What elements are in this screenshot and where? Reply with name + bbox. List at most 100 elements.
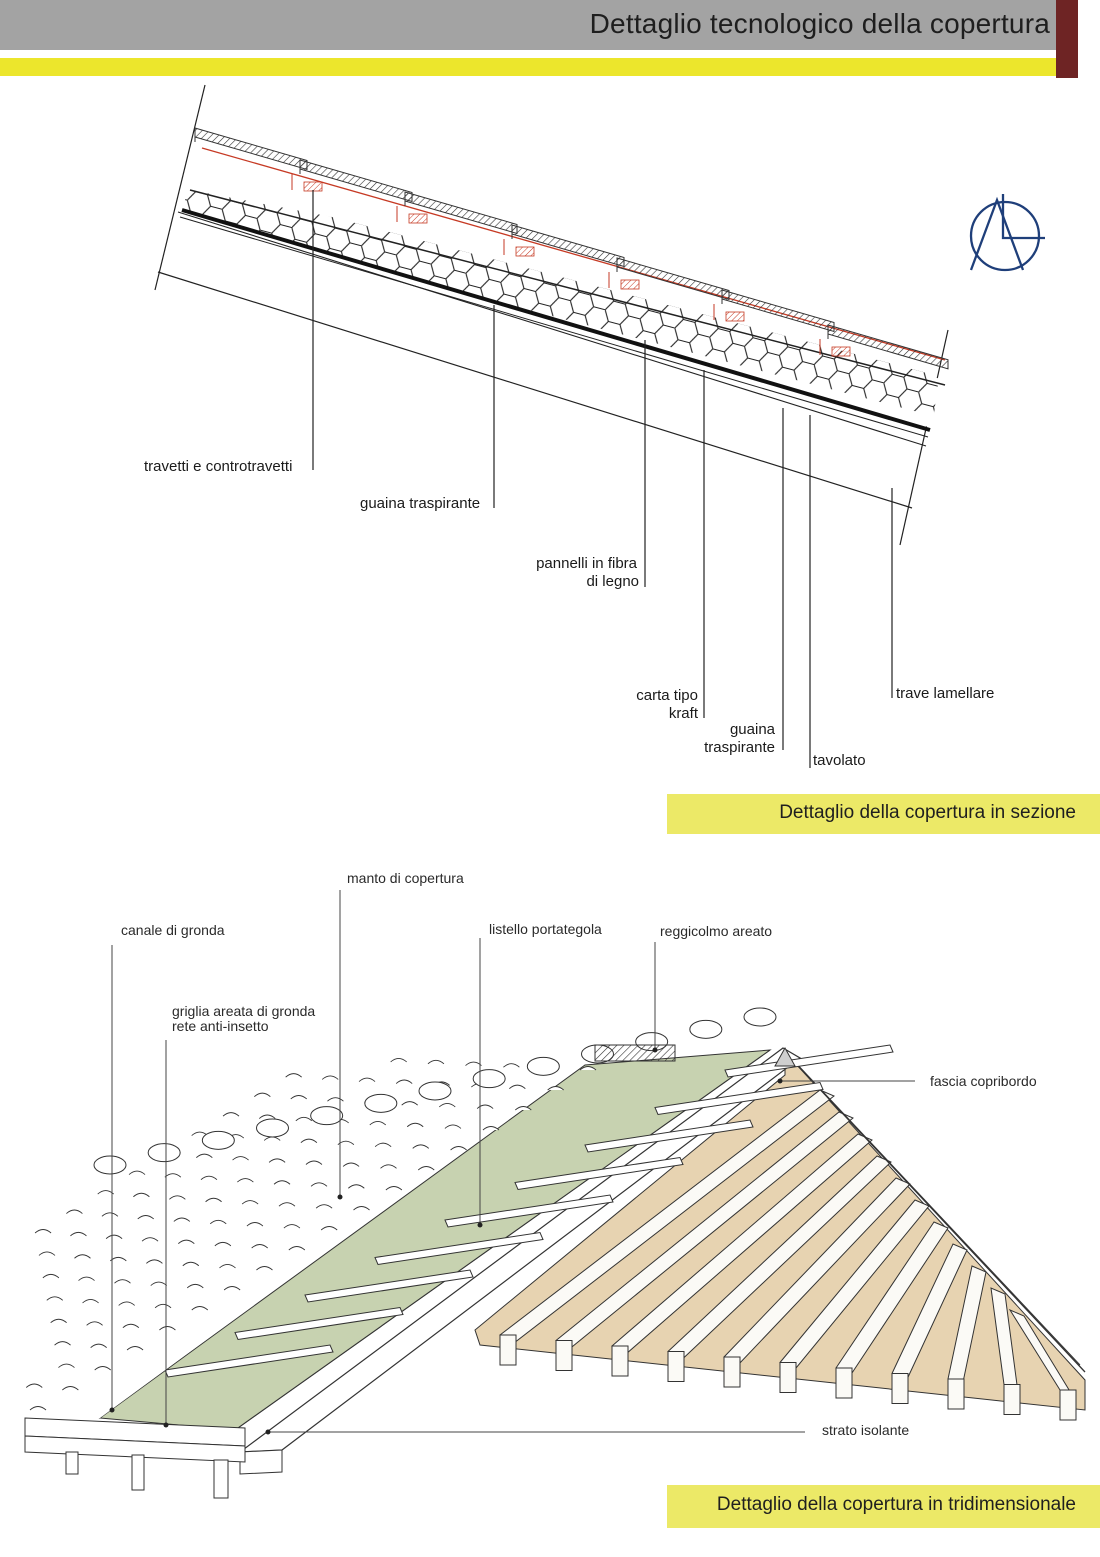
- roof-tile: [66, 1209, 83, 1214]
- roof-tile: [191, 1306, 209, 1311]
- label-strato: strato isolante: [822, 1422, 910, 1438]
- roof-tiles: [194, 127, 949, 370]
- roof-tile: [101, 1212, 119, 1217]
- label-listello: listello portategola: [489, 921, 602, 937]
- roof-tile: [406, 1122, 424, 1128]
- section-caption: Dettaglio della copertura in sezione: [667, 794, 1100, 834]
- roof-tile: [194, 127, 308, 171]
- label-guaina-traspirante-top: guaina traspirante: [360, 495, 481, 512]
- ridge-cap-icon: [774, 1046, 796, 1067]
- roof-tile: [579, 1066, 597, 1071]
- roof-tile: [97, 1190, 115, 1195]
- roof-tile: [283, 1224, 301, 1229]
- roof-tile: [105, 1234, 123, 1239]
- roof-tile: [128, 1170, 146, 1175]
- roof-tile: [471, 1083, 488, 1088]
- roof-tile: [118, 1301, 135, 1306]
- roof-tile: [342, 1162, 360, 1167]
- roof-tile: [62, 1386, 79, 1391]
- rafter-end: [779, 1362, 797, 1393]
- tile-batten: [444, 1194, 614, 1228]
- roof-tile: [146, 1259, 163, 1264]
- label-carta-2: kraft: [668, 705, 698, 722]
- ridge-tile: [93, 1155, 127, 1175]
- roof-tile: [337, 1140, 355, 1146]
- roof-tile: [141, 1237, 159, 1242]
- rafter: [835, 1221, 949, 1377]
- leader-dots: [109, 1047, 783, 1435]
- label-trave-lamellare: trave lamellare: [896, 685, 995, 702]
- roof-tile: [54, 1341, 71, 1346]
- tile-batten: [304, 1269, 474, 1303]
- roof-tile: [482, 1126, 500, 1131]
- roof-tile: [209, 1219, 227, 1225]
- rafter: [891, 1243, 968, 1383]
- monogram-logo-icon: [969, 194, 1045, 272]
- tile-batten: [374, 1231, 544, 1266]
- batten: [725, 311, 745, 322]
- roof-tile: [196, 1153, 213, 1158]
- roof-tile: [268, 1158, 286, 1163]
- roof-tile: [122, 1323, 140, 1329]
- tile-batten: [654, 1081, 824, 1116]
- roof-tile: [278, 1202, 296, 1207]
- roof-tile: [353, 1206, 370, 1211]
- ridge-tile: [472, 1069, 506, 1089]
- label-travetti: travetti e controtravetti: [144, 458, 293, 475]
- ridge-tile: [418, 1081, 452, 1101]
- tile-batten: [724, 1044, 894, 1078]
- roof-tile: [114, 1279, 131, 1284]
- roof-tile: [509, 1084, 526, 1089]
- roof-tile: [34, 1229, 52, 1234]
- barge-board: [234, 1047, 802, 1475]
- ridge-tile: [147, 1143, 181, 1163]
- ridge-tile: [364, 1093, 398, 1113]
- rafter-end: [891, 1373, 909, 1404]
- tile-batten: [164, 1344, 334, 1378]
- roof-tile: [109, 1256, 127, 1262]
- roof-tile: [154, 1303, 172, 1309]
- section-cut-line-left: [154, 84, 206, 291]
- tile-batten: [234, 1306, 404, 1341]
- roof-tile: [450, 1146, 467, 1151]
- roof-tile: [295, 1116, 313, 1122]
- tiled-roof: [25, 1007, 796, 1418]
- roof-tile: [241, 1200, 259, 1205]
- roof-tile: [227, 1134, 245, 1139]
- roof-tile: [256, 1266, 273, 1271]
- roof-tile: [82, 1298, 99, 1304]
- roof-tile: [290, 1095, 308, 1100]
- page-title: Dettaglio tecnologico della copertura: [589, 8, 1050, 39]
- label-carta-1: carta tipo: [636, 687, 698, 704]
- roof-tile: [288, 1246, 306, 1251]
- insulation-layer: [98, 1044, 894, 1431]
- roof-tile: [412, 1144, 430, 1149]
- rafter-end: [1003, 1384, 1021, 1415]
- roof-tile: [126, 1346, 144, 1351]
- rafter-end: [667, 1351, 685, 1382]
- ridge-tile: [526, 1056, 560, 1076]
- roof-tile: [219, 1263, 236, 1269]
- roof-tile: [285, 1073, 302, 1078]
- label-pannelli-2: di legno: [586, 573, 639, 590]
- roof-tile: [29, 1406, 47, 1411]
- roof-tile: [503, 1063, 520, 1068]
- beam-top-line: [157, 271, 913, 509]
- roof-tile: [395, 1079, 413, 1084]
- roof-tile: [327, 1097, 344, 1102]
- roof-tile: [160, 1151, 177, 1156]
- tavolato-line: [177, 211, 927, 447]
- roof-tile: [159, 1326, 176, 1331]
- roof-tile: [186, 1283, 204, 1289]
- batten: [303, 181, 323, 192]
- header-stripe: [0, 58, 1056, 76]
- leader-lines: [312, 190, 893, 768]
- roof-tile: [465, 1061, 482, 1066]
- rafter-end: [611, 1345, 629, 1377]
- batten: [515, 246, 535, 257]
- wood-fibre-panels: [179, 189, 946, 438]
- ridge-tile: [201, 1130, 235, 1150]
- roof-tile: [50, 1318, 67, 1324]
- roof-tile: [173, 1217, 191, 1222]
- header-tab: [1056, 0, 1078, 78]
